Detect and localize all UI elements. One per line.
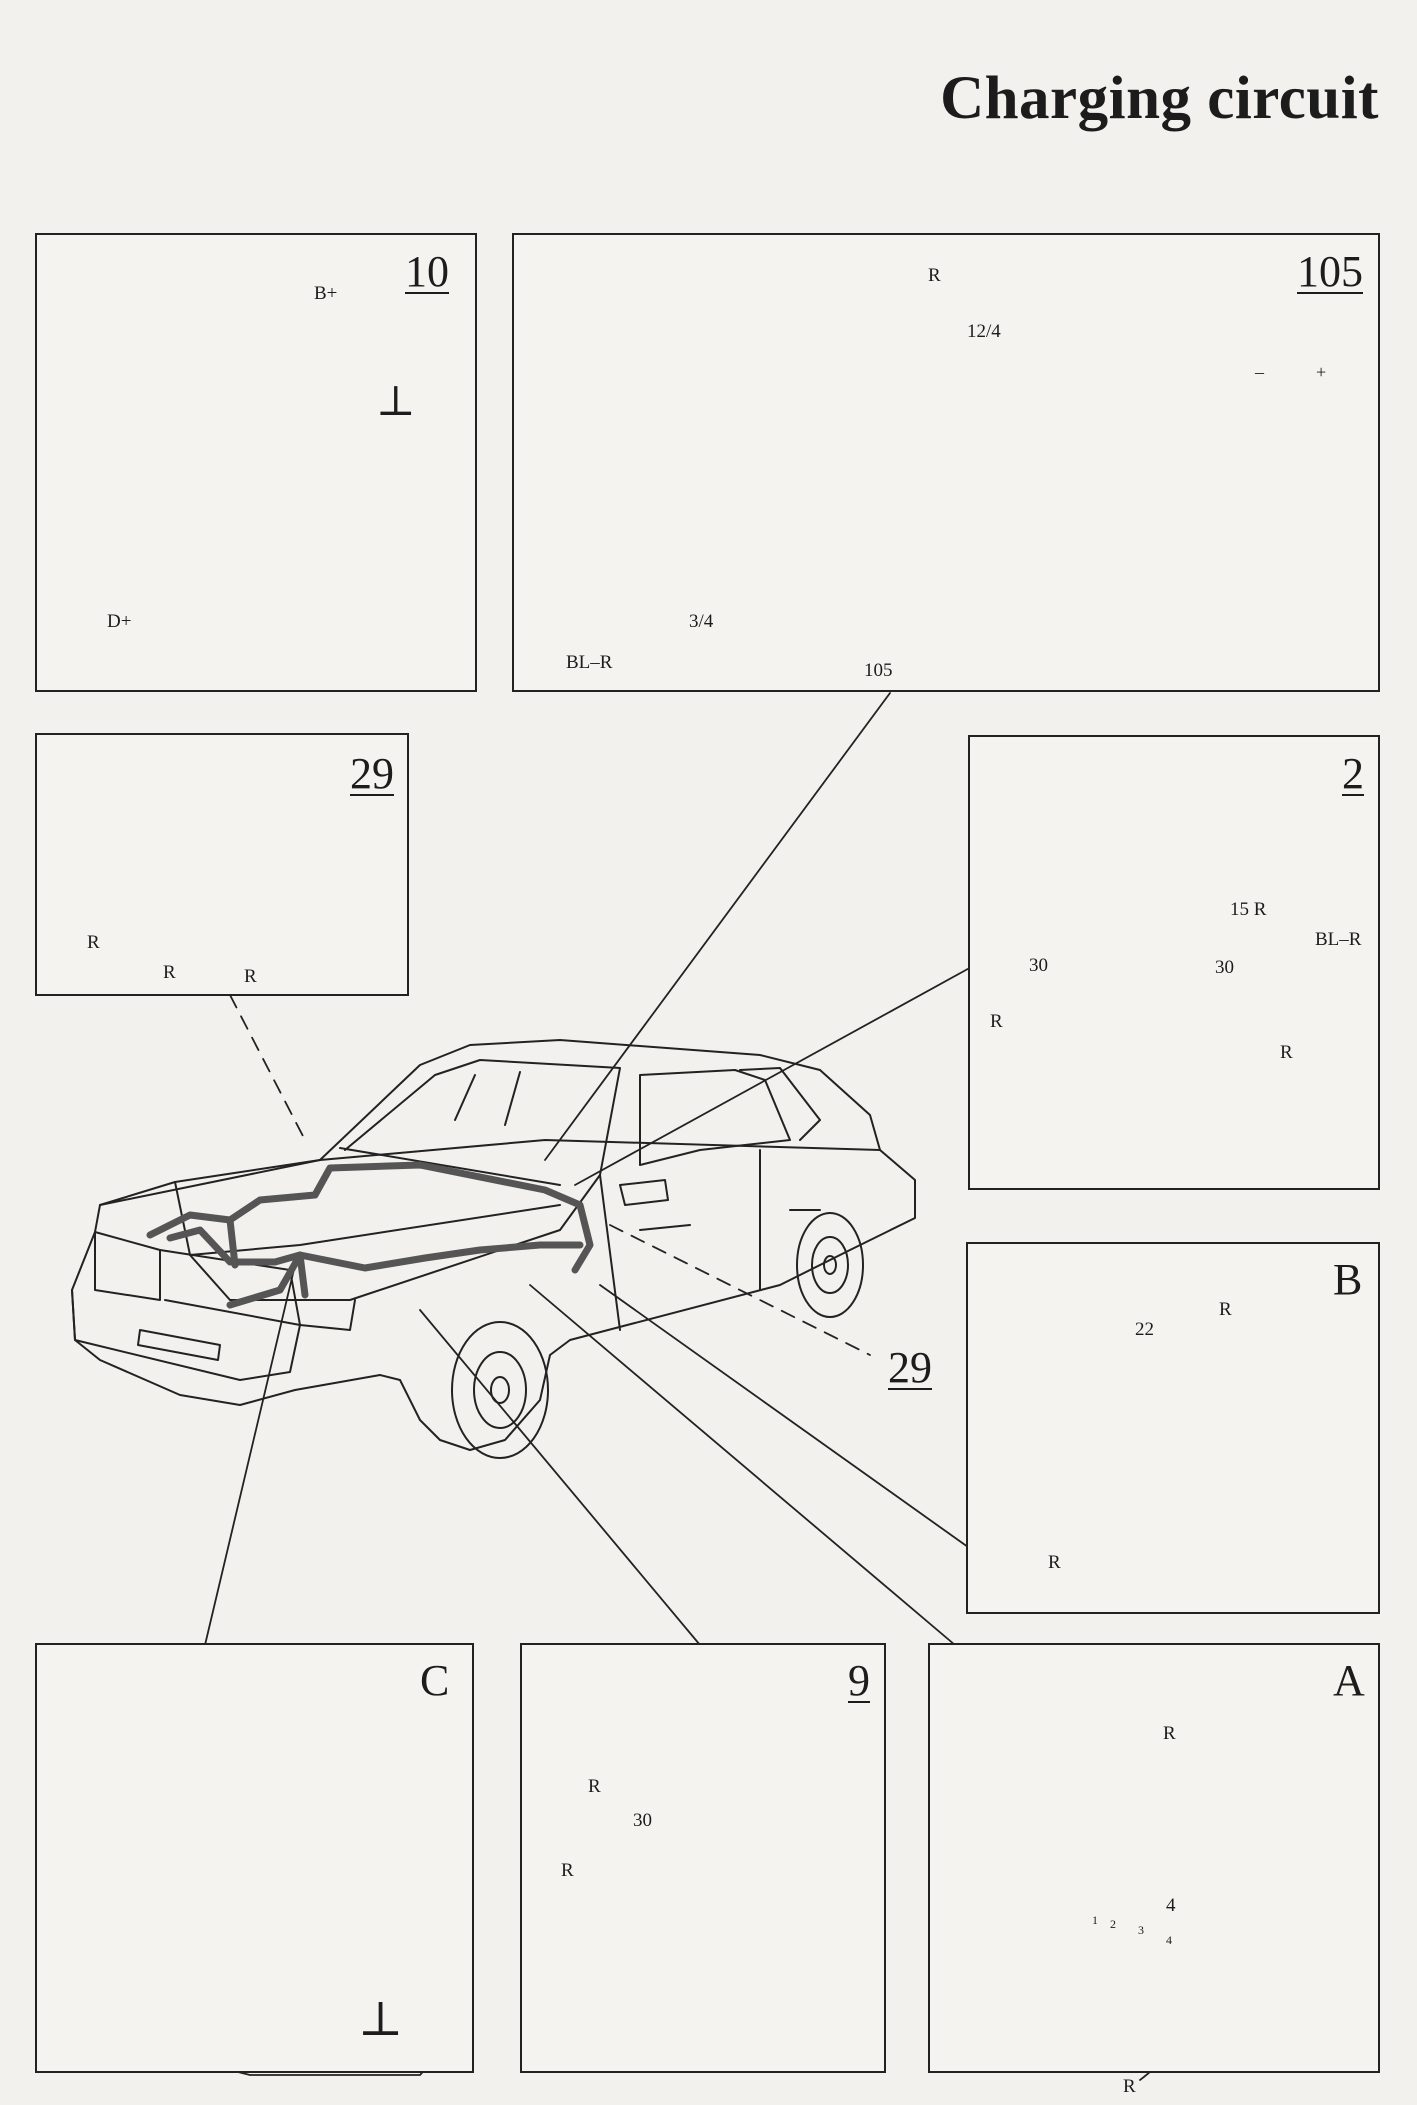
label-r-29-1: R — [87, 932, 100, 953]
label-r-2-b: R — [1280, 1042, 1293, 1063]
label-r-a-2: R — [1123, 2076, 1136, 2097]
page-title: Charging circuit — [940, 65, 1379, 132]
label-r-9-2: R — [561, 1860, 574, 1881]
panel-a-connector — [928, 1643, 1380, 2073]
pin-label-2: 2 — [1110, 1917, 1116, 1931]
panel-105-number: 105 — [1297, 247, 1363, 296]
ground-icon-c: ⊥ — [358, 1993, 404, 2046]
panel-105-instrument-cluster — [512, 233, 1380, 692]
label-12-4: 12/4 — [967, 321, 1001, 342]
label-r-a-1: R — [1163, 1723, 1176, 1744]
panel-10-alternator — [35, 233, 477, 692]
car-callout-29: 29 — [888, 1343, 932, 1392]
panel-29-control-module — [35, 733, 409, 996]
pin-label-4: 4 — [1166, 1933, 1172, 1947]
panel-c-letter: C — [420, 1656, 450, 1705]
label-30-b: 30 — [1215, 957, 1234, 978]
label-4-a: 4 — [1166, 1895, 1176, 1916]
label-bl-r-2: BL–R — [1315, 929, 1362, 950]
panel-b-relay-block — [966, 1242, 1380, 1614]
wiring-harness — [146, 1161, 594, 1309]
panel-29-number: 29 — [350, 749, 394, 798]
battery-plus-label: + — [1316, 362, 1327, 382]
label-r-29-3: R — [244, 966, 257, 987]
label-bl-r-105: BL–R — [566, 652, 613, 673]
label-r-b-2: R — [1048, 1552, 1061, 1573]
battery-minus-label: – — [1255, 362, 1264, 382]
label-22: 22 — [1135, 1319, 1154, 1340]
label-r-105: R — [928, 265, 941, 286]
panel-9-starter-motor — [520, 1643, 886, 2073]
pin-label-1: 1 — [1092, 1913, 1098, 1927]
label-r-b-1: R — [1219, 1299, 1232, 1320]
panel-c-engine-ground — [35, 1643, 474, 2073]
panel-9-number: 9 — [848, 1656, 870, 1705]
panel-2-number: 2 — [1342, 749, 1364, 798]
label-15-r: 15 R — [1230, 899, 1267, 920]
panel-10-number: 10 — [405, 247, 449, 296]
label-3-4: 3/4 — [689, 611, 714, 632]
label-r-9-1: R — [588, 1776, 601, 1797]
leader-lines — [204, 692, 976, 1646]
ground-icon-10: ⊥ — [376, 379, 416, 425]
label-r-29-2: R — [163, 962, 176, 983]
label-30-9: 30 — [633, 1810, 652, 1831]
panel-a-letter: A — [1333, 1656, 1365, 1705]
label-30-a: 30 — [1029, 955, 1048, 976]
label-r-2-a: R — [990, 1011, 1003, 1032]
panel-2-ignition-switch — [968, 735, 1380, 1190]
pin-label-3: 3 — [1138, 1923, 1144, 1937]
label-b-plus: B+ — [314, 283, 338, 304]
label-105-pin: 105 — [864, 660, 893, 681]
panel-b-letter: B — [1333, 1255, 1363, 1304]
label-d-plus: D+ — [107, 611, 132, 632]
